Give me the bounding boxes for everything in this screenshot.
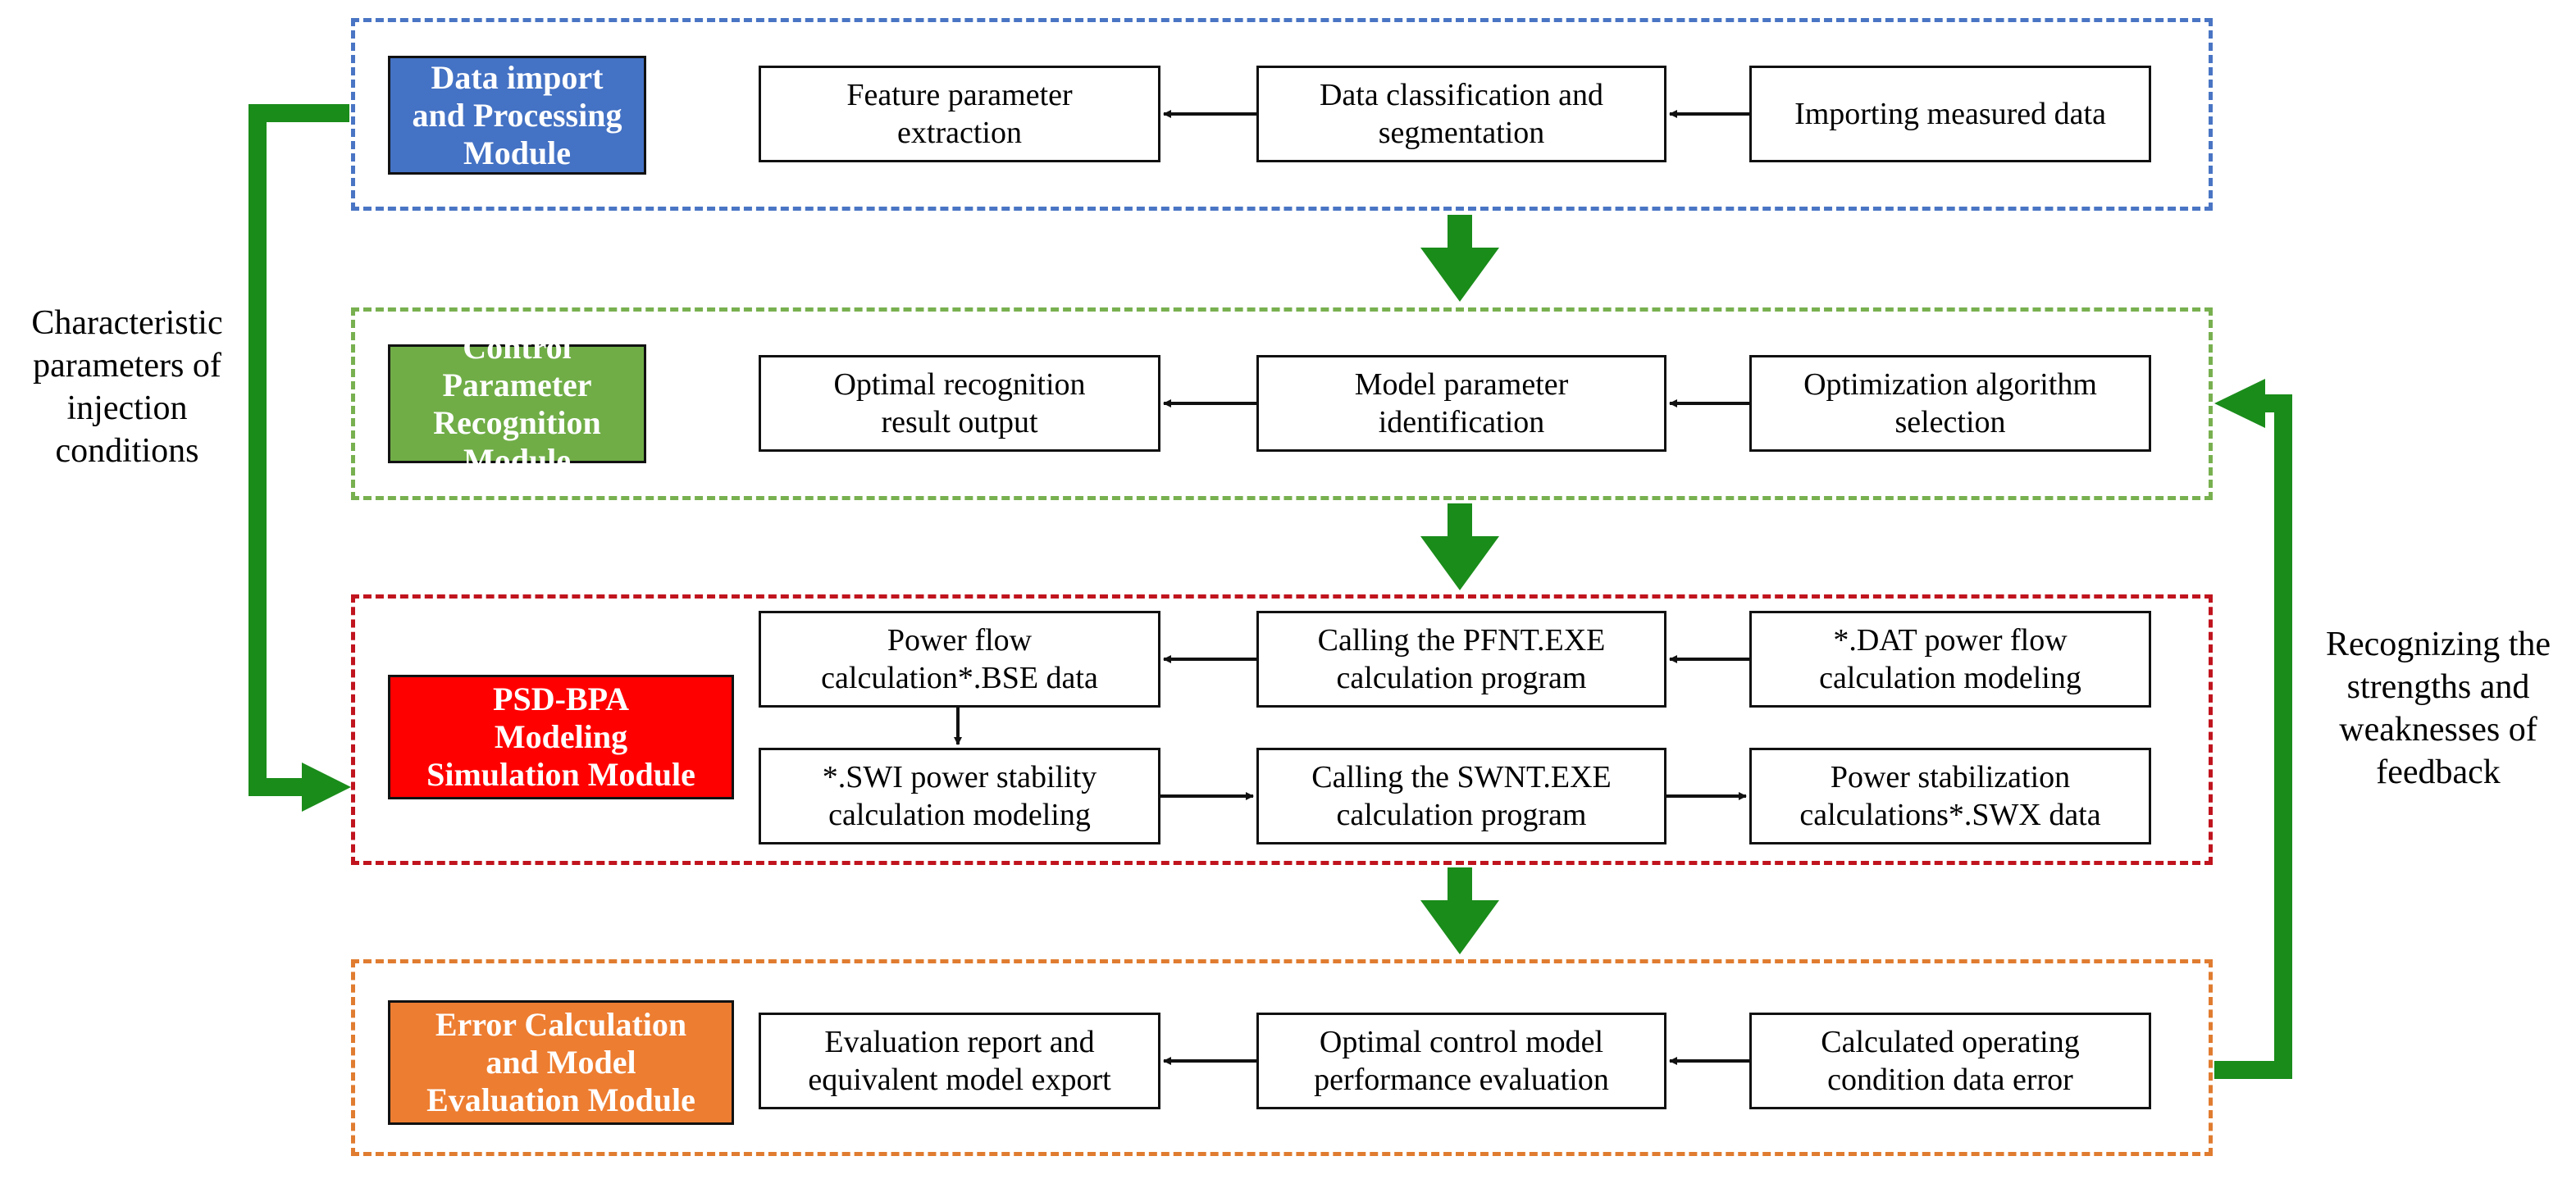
- psd-bpa-module: PSD-BPA Modeling Simulation Module: [388, 675, 734, 799]
- feedback-label: Recognizing the strengths and weaknesses…: [2325, 626, 2551, 791]
- step-algorithm-selection: Optimization algorithm selection: [1749, 355, 2151, 452]
- step-calling-pfnt: Calling the PFNT.EXE calculation program: [1256, 611, 1666, 708]
- step-swi-modeling: *.SWI power stability calculation modeli…: [759, 748, 1160, 844]
- injection-conditions-label: Characteristic parameters of injection c…: [31, 304, 223, 470]
- data-import-module: Data import and Processing Module: [388, 56, 646, 175]
- step-power-flow-bse: Power flow calculation*.BSE data: [759, 611, 1160, 708]
- step-swx-data: Power stabilization calculations*.SWX da…: [1749, 748, 2151, 844]
- step-importing-data: Importing measured data: [1749, 66, 2151, 162]
- green-arrow-data-to-control: [1420, 215, 1499, 302]
- step-model-identification: Model parameter identification: [1256, 355, 1666, 452]
- data-import-group: [351, 18, 2213, 211]
- step-calling-swnt: Calling the SWNT.EXE calculation program: [1256, 748, 1666, 844]
- step-dat-modeling: *.DAT power flow calculation modeling: [1749, 611, 2151, 708]
- step-feature-extraction: Feature parameter extraction: [759, 66, 1160, 162]
- step-optimal-output: Optimal recognition result output: [759, 355, 1160, 452]
- left-feedback-path: [248, 104, 351, 812]
- step-performance-eval: Optimal control model performance evalua…: [1256, 1013, 1666, 1109]
- step-operating-error: Calculated operating condition data erro…: [1749, 1013, 2151, 1109]
- green-arrow-control-to-psd: [1420, 503, 1499, 590]
- control-recognition-group: [351, 307, 2213, 500]
- psd-bpa-group: [351, 594, 2213, 865]
- step-data-classification: Data classification and segmentation: [1256, 66, 1666, 162]
- right-feedback-path: [2214, 379, 2292, 1079]
- step-evaluation-export: Evaluation report and equivalent model e…: [759, 1013, 1160, 1109]
- error-evaluation-group: [351, 959, 2213, 1156]
- error-evaluation-module: Error Calculation and Model Evaluation M…: [388, 1000, 734, 1125]
- green-arrow-psd-to-eval: [1420, 867, 1499, 954]
